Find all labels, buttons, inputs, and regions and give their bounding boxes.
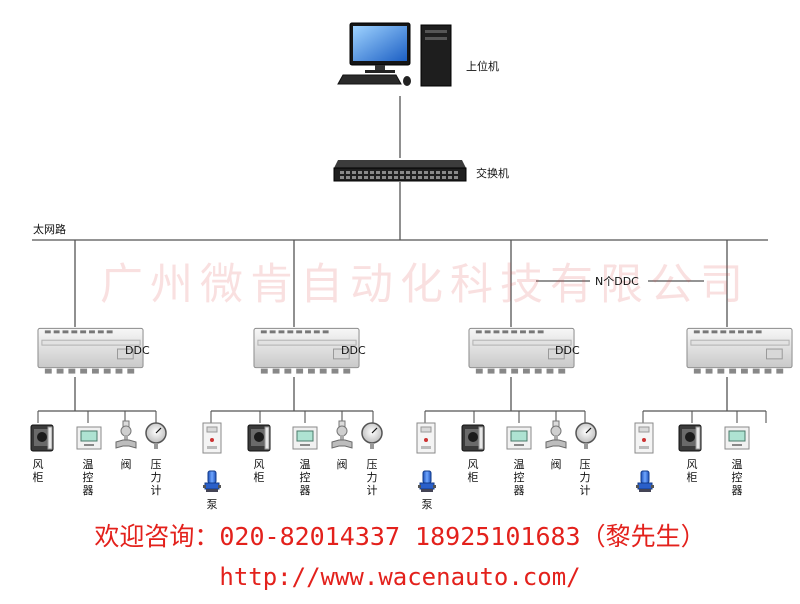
valve-label: 阀: [550, 458, 562, 471]
host-label: 上位机: [466, 60, 499, 73]
fan-cabinet-label: 风柜: [32, 458, 44, 484]
switch-icon: [333, 160, 467, 182]
ddc-label: DDC: [125, 344, 150, 357]
pressure-gauge-label: 压力计: [150, 458, 162, 497]
pressure-gauge-icon: [575, 422, 597, 450]
pump-control-box-icon: [202, 422, 222, 454]
fan-cabinet-icon: [678, 424, 702, 452]
network-lines: [32, 96, 768, 412]
ethernet-label: 太网路: [33, 223, 66, 236]
contact-phone-line: 欢迎咨询：020-82014337 18925101683（黎先生）: [94, 522, 706, 551]
valve-icon: [115, 420, 137, 449]
thermostat-label: 温控器: [513, 458, 525, 497]
fan-cabinet-icon: [247, 424, 271, 452]
company-watermark: 广州微肯自动化科技有限公司: [100, 260, 750, 310]
valve-icon: [331, 420, 353, 449]
pump-control-box-icon: [634, 422, 654, 454]
pressure-gauge-label: 压力计: [366, 458, 378, 497]
n-ddc-label: N个DDC: [595, 275, 639, 288]
ddc-label: DDC: [555, 344, 580, 357]
pressure-gauge-icon: [145, 422, 167, 450]
fan-cabinet-label: 风柜: [253, 458, 265, 484]
host-computer-icon: [337, 22, 452, 87]
fan-cabinet-icon: [30, 424, 54, 452]
fan-cabinet-icon: [461, 424, 485, 452]
thermostat-icon: [506, 426, 532, 450]
thermostat-icon: [292, 426, 318, 450]
thermostat-label: 温控器: [731, 458, 743, 497]
ddc-label: DDC: [341, 344, 366, 357]
valve-label: 阀: [120, 458, 132, 471]
pump-icon: [203, 470, 221, 493]
switch-label: 交换机: [476, 167, 509, 180]
pressure-gauge-icon: [361, 422, 383, 450]
pump-label: 泵: [421, 498, 433, 511]
pump-label: 泵: [206, 498, 218, 511]
pump-control-box-icon: [416, 422, 436, 454]
thermostat-label: 温控器: [82, 458, 94, 497]
fan-cabinet-label: 风柜: [467, 458, 479, 484]
contact-website-link[interactable]: http://www.wacenauto.com/: [219, 563, 581, 591]
device-drop-lines: [37, 411, 767, 423]
thermostat-icon: [724, 426, 750, 450]
pump-icon: [636, 470, 654, 493]
ddc-controller-icon: [686, 327, 793, 375]
thermostat-icon: [76, 426, 102, 450]
valve-label: 阀: [336, 458, 348, 471]
fan-cabinet-label: 风柜: [686, 458, 698, 484]
pressure-gauge-label: 压力计: [579, 458, 591, 497]
thermostat-label: 温控器: [299, 458, 311, 497]
pump-icon: [418, 470, 436, 493]
valve-icon: [545, 420, 567, 449]
